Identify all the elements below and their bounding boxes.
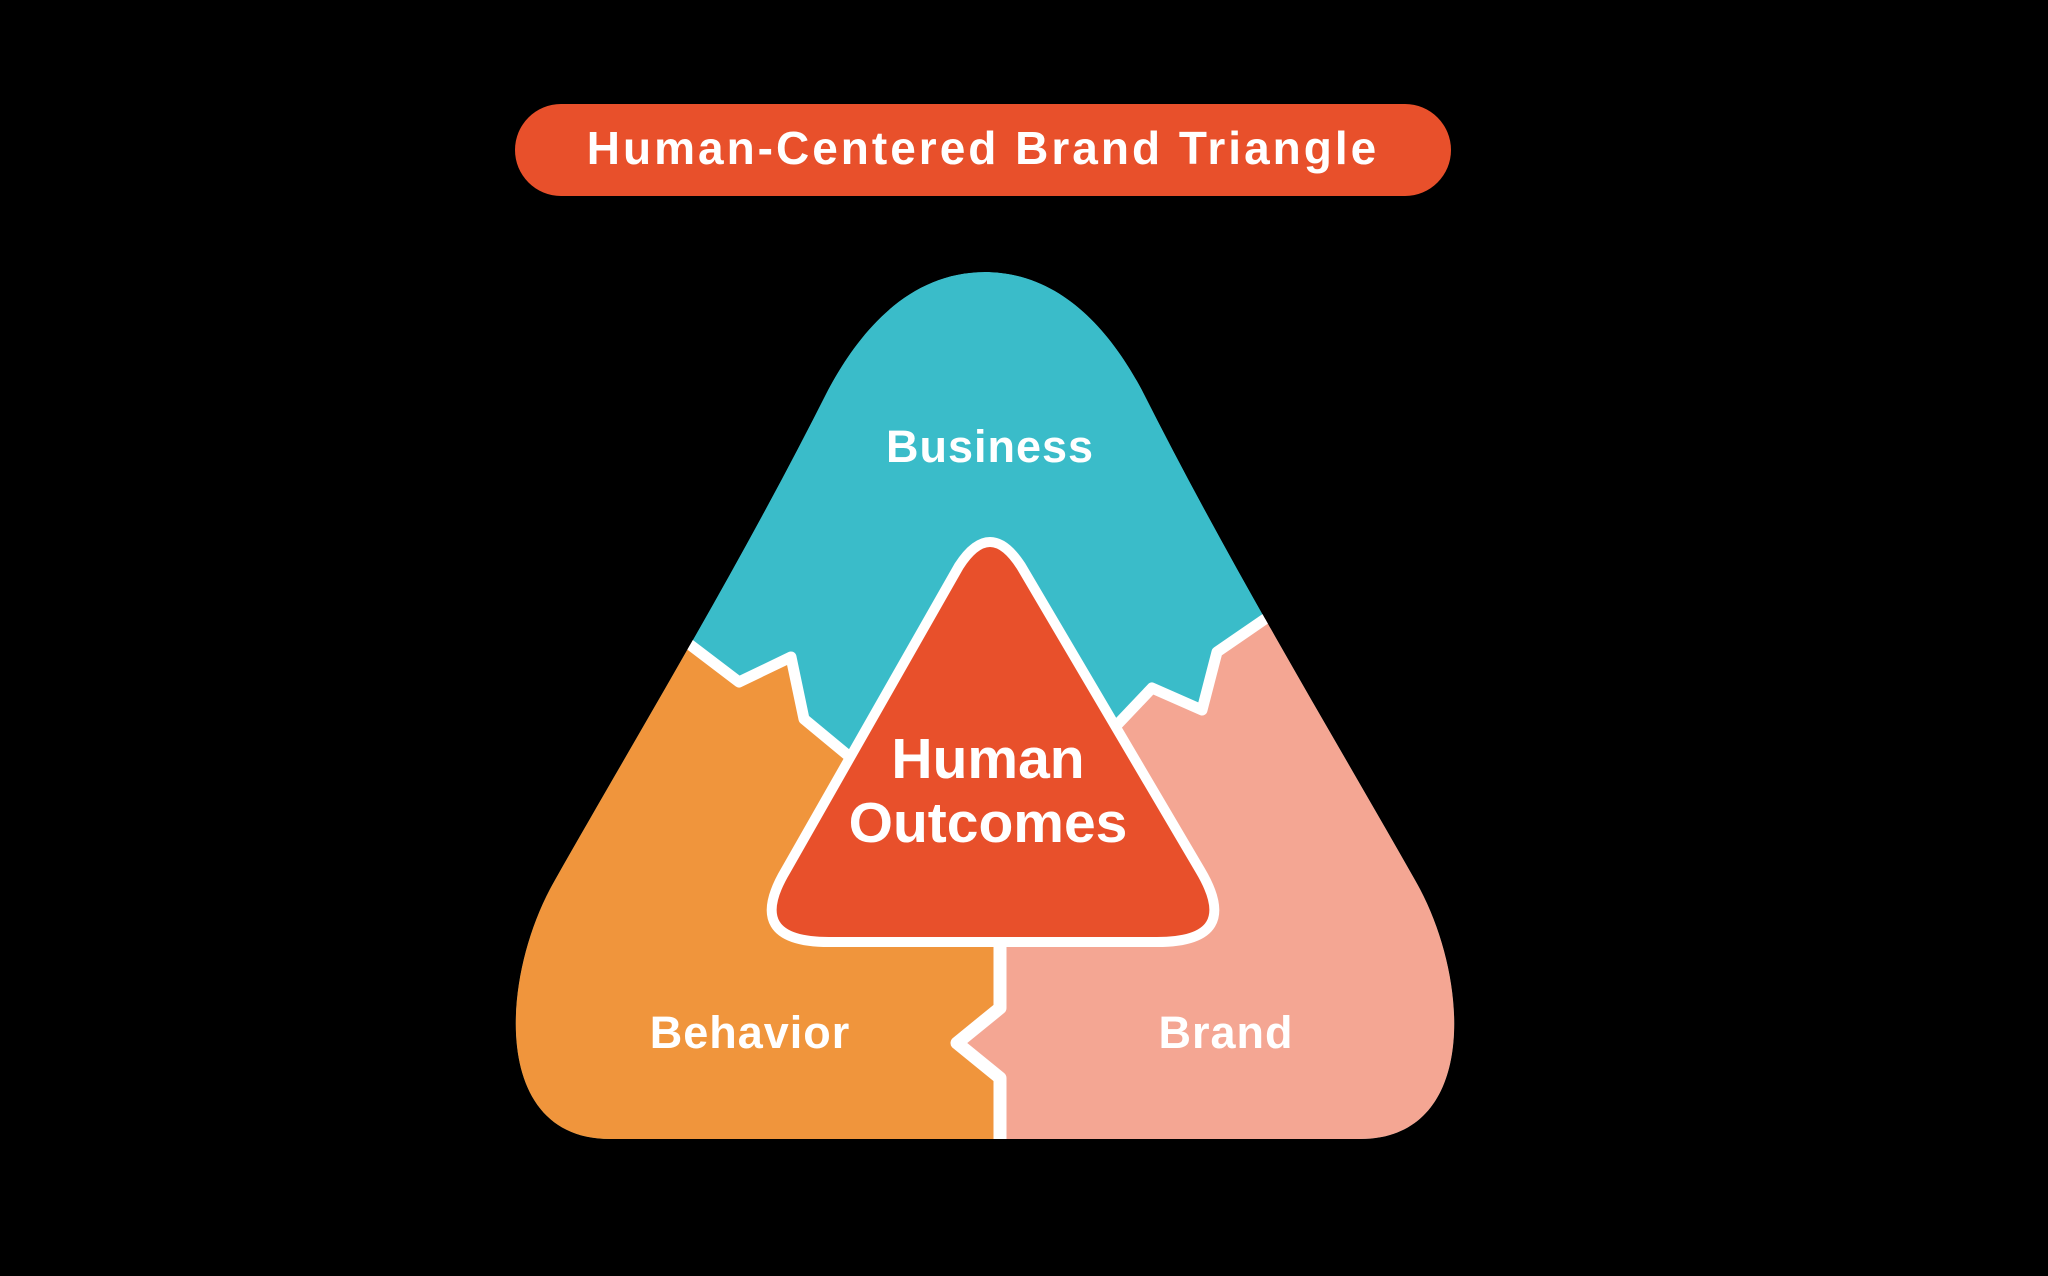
human-outcomes-label-line1: Human	[891, 727, 1084, 791]
title-badge-label: Human-Centered Brand Triangle	[587, 122, 1379, 174]
brand-section	[957, 608, 1455, 1139]
business-behavior-divider	[662, 622, 874, 778]
business-label: Business	[886, 421, 1094, 472]
human-outcomes-triangle	[766, 537, 1220, 947]
behavior-brand-divider	[950, 931, 1007, 1139]
brand-label: Brand	[1158, 1007, 1293, 1058]
business-brand-divider	[1109, 602, 1287, 733]
human-outcomes-label-line2: Outcomes	[849, 791, 1128, 855]
title-badge	[515, 104, 1451, 196]
behavior-section	[515, 628, 1000, 1139]
behavior-label: Behavior	[650, 1007, 851, 1058]
